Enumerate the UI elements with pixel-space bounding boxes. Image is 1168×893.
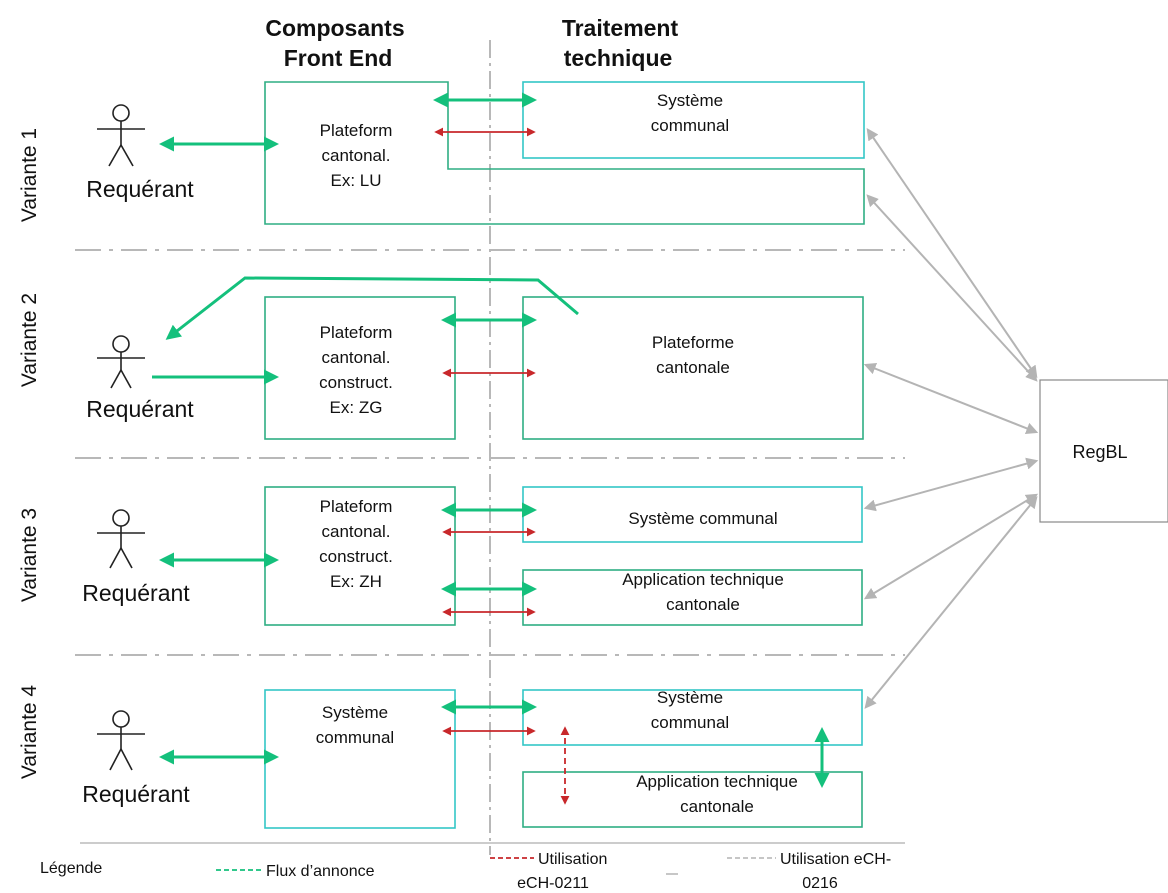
- actor-icon-1: [97, 104, 145, 167]
- tech-box-4a: [522, 689, 863, 746]
- header-front-end: Composants Front End: [265, 15, 404, 71]
- header-traitement-line-1: Traitement: [562, 15, 679, 41]
- tech-box-4a-line-2: communal: [651, 713, 729, 732]
- ech0216-arrows: [863, 128, 1039, 709]
- front-box-2-line-4: Ex: ZG: [330, 398, 383, 417]
- legend-title: Légende: [40, 860, 102, 877]
- tech-box-3b-line-1: Application technique: [622, 570, 784, 589]
- front-box-3-line-4: Ex: ZH: [330, 572, 382, 591]
- regbl-box: [1039, 379, 1168, 523]
- variant-label-3: Variante 3: [18, 508, 41, 602]
- front-box-2-text: Plateform cantonal. construct. Ex: ZG: [319, 323, 393, 417]
- front-box-2: [264, 296, 456, 440]
- header-traitement: Traitement technique: [562, 15, 679, 71]
- tech-box-4b-line-2: cantonale: [680, 797, 754, 816]
- variant-label-4: Variante 4: [18, 685, 41, 779]
- tech-box-3a-line-1: Système communal: [628, 509, 777, 528]
- legend-0211-line-1: Utilisation: [538, 851, 607, 868]
- regbl-label: RegBL: [1072, 442, 1127, 462]
- front-box-3-line-2: cantonal.: [322, 522, 391, 541]
- flux-arrow-v2-return: [165, 276, 579, 340]
- actor-label-1: Requérant: [86, 176, 194, 202]
- legend-0216-line-1: Utilisation eCH-: [780, 851, 891, 868]
- front-box-4-text: Système communal: [316, 703, 394, 747]
- tech-box-3b-line-2: cantonale: [666, 595, 740, 614]
- ech0216-arrow-v1-tech: [866, 128, 1038, 378]
- front-box-2-line-1: Plateform: [320, 323, 393, 342]
- actor-label-4: Requérant: [82, 781, 190, 807]
- ech0216-arrow-v3a: [863, 457, 1039, 512]
- front-box-1-line-3: Ex: LU: [330, 171, 381, 190]
- front-box-1: [264, 81, 865, 225]
- front-box-4-line-2: communal: [316, 728, 394, 747]
- header-front-end-line-2: Front End: [284, 45, 393, 71]
- tech-box-2-text: Plateforme cantonale: [652, 333, 734, 377]
- actor-icon-2: [97, 335, 145, 389]
- ech0216-arrow-v2: [863, 362, 1039, 435]
- tech-box-4b: [522, 771, 863, 828]
- tech-box-2-line-1: Plateforme: [652, 333, 734, 352]
- front-box-3-line-1: Plateform: [320, 497, 393, 516]
- tech-box-2: [522, 296, 864, 440]
- front-box-3-text: Plateform cantonal. construct. Ex: ZH: [319, 497, 393, 591]
- front-box-3-line-3: construct.: [319, 547, 393, 566]
- tech-box-3b: [522, 569, 863, 626]
- tech-box-1: [522, 81, 865, 159]
- header-front-end-line-1: Composants: [265, 15, 404, 41]
- legend: Légende Flux d’annonce Utilisation eCH-0…: [40, 851, 891, 892]
- actor-icon-4: [97, 710, 145, 771]
- tech-box-4a-text: Système communal: [651, 688, 729, 732]
- variant-label-2: Variante 2: [18, 293, 41, 387]
- ech0211-arrows: [434, 127, 570, 805]
- front-box-4-line-1: Système: [322, 703, 388, 722]
- front-box-2-line-2: cantonal.: [322, 348, 391, 367]
- tech-box-1-line-2: communal: [651, 116, 729, 135]
- legend-0216-line-2: 0216: [802, 875, 838, 892]
- tech-box-1-line-1: Système: [657, 91, 723, 110]
- ech0216-arrow-v1-front: [866, 194, 1038, 382]
- flux-arrows: [152, 92, 830, 788]
- actor-label-3: Requérant: [82, 580, 190, 606]
- actor-label-2: Requérant: [86, 396, 194, 422]
- ech0216-arrow-v4: [864, 496, 1038, 709]
- variant-separators: [75, 249, 905, 656]
- variant-label-1: Variante 1: [18, 128, 41, 222]
- tech-box-2-line-2: cantonale: [656, 358, 730, 377]
- front-box-2-line-3: construct.: [319, 373, 393, 392]
- front-box-1-text: Plateform cantonal. Ex: LU: [320, 121, 393, 190]
- tech-box-4b-text: Application technique cantonale: [636, 772, 798, 816]
- header-traitement-line-2: technique: [564, 45, 673, 71]
- front-box-1-line-2: cantonal.: [322, 146, 391, 165]
- front-box-1-line-1: Plateform: [320, 121, 393, 140]
- tech-box-3b-text: Application technique cantonale: [622, 570, 784, 614]
- tech-box-1-text: Système communal: [651, 91, 729, 135]
- legend-0211-line-2: eCH-0211: [517, 875, 589, 892]
- legend-flux-label: Flux d’annonce: [266, 863, 375, 880]
- actor-icon-3: [97, 509, 145, 569]
- tech-box-4a-line-1: Système: [657, 688, 723, 707]
- tech-box-4b-line-1: Application technique: [636, 772, 798, 791]
- ech0216-arrow-v3b: [863, 493, 1039, 600]
